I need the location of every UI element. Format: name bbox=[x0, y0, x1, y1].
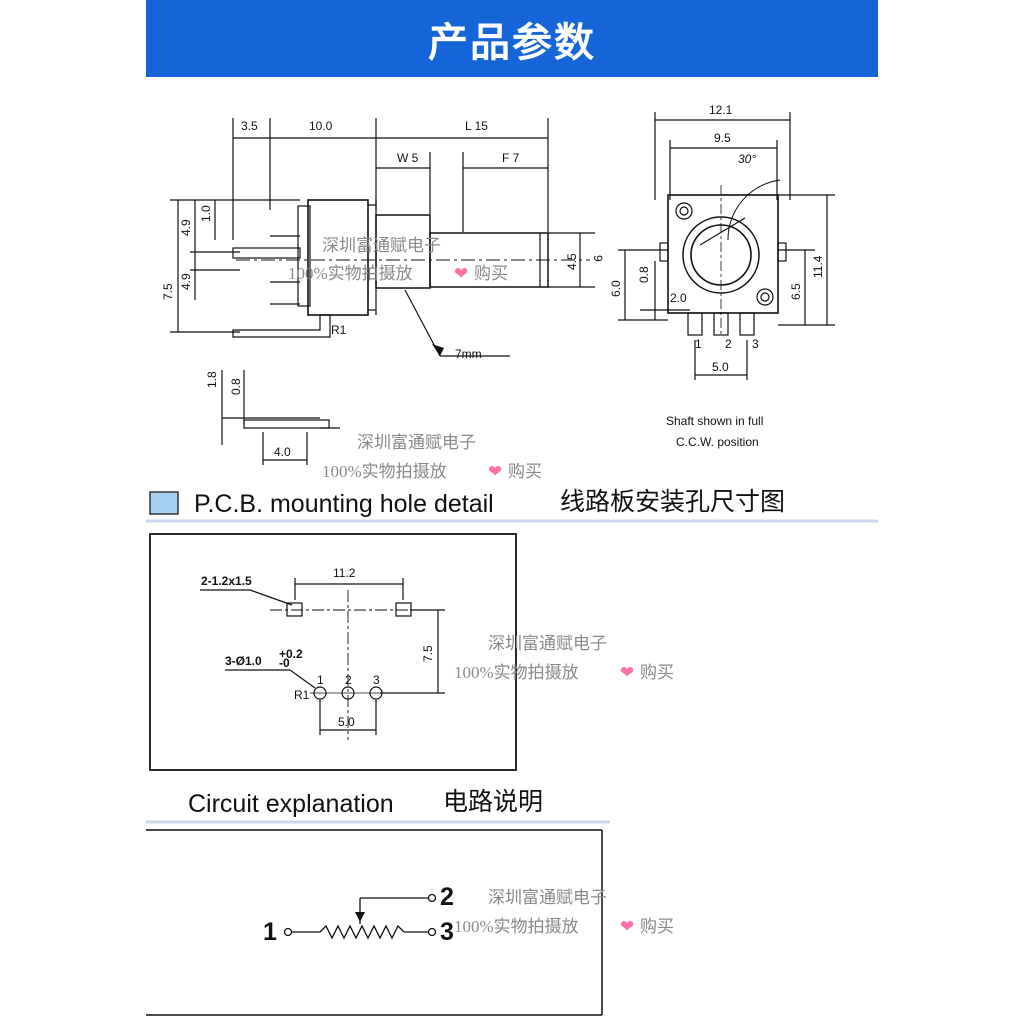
watermark-4-line2a: 100%实物拍摄放 bbox=[454, 917, 579, 936]
watermark-2: 深圳富通赋电子 100%实物拍摄放 ❤ 购买 bbox=[322, 433, 542, 481]
side-view-arrowhead bbox=[432, 344, 444, 356]
dim-4-5: 4.5 bbox=[565, 253, 579, 270]
dim-4-0: 4.0 bbox=[274, 445, 291, 459]
front-pin-1: 1 bbox=[695, 337, 702, 351]
dim-5-0-front: 5.0 bbox=[712, 360, 729, 374]
pcb-hole-label: 3-Ø1.0 bbox=[225, 654, 262, 668]
pcb-dim-11-2: 11.2 bbox=[333, 566, 356, 580]
dim-2-0: 2.0 bbox=[670, 291, 687, 305]
dim-4-9-bottom: 4.9 bbox=[179, 273, 193, 290]
dim-7-5: 7.5 bbox=[161, 283, 175, 300]
dim-1-0: 1.0 bbox=[199, 205, 213, 222]
circuit-title-en: Circuit explanation bbox=[188, 790, 394, 818]
dim-9: 9 bbox=[591, 255, 605, 262]
watermark-2-line2b: 购买 bbox=[508, 462, 542, 481]
dim-12-1: 12.1 bbox=[709, 103, 733, 117]
dim-6-0: 6.0 bbox=[609, 280, 623, 297]
dim-w5: W 5 bbox=[397, 151, 419, 165]
watermark-2-line2a: 100%实物拍摄放 bbox=[322, 462, 447, 481]
terminal-1: 1 bbox=[263, 918, 277, 946]
terminal-3: 3 bbox=[440, 918, 454, 946]
dim-30-deg: 30° bbox=[738, 152, 756, 166]
pin-r1-label: R1 bbox=[331, 323, 347, 337]
pcb-r1: R1 bbox=[294, 688, 310, 702]
dim-f7: F 7 bbox=[502, 151, 520, 165]
dim-7mm: 7mm bbox=[455, 347, 482, 361]
watermark-4-line2b: 购买 bbox=[640, 917, 674, 936]
front-view-drawing bbox=[618, 112, 835, 380]
dim-6-5: 6.5 bbox=[789, 283, 803, 300]
watermark-1: 深圳富通赋电子 100%实物拍摄放 ❤ 购买 bbox=[288, 236, 508, 283]
heart-icon: ❤ bbox=[488, 462, 502, 481]
watermark-1-line2b: 购买 bbox=[474, 264, 508, 283]
watermark-1-line2a: 100%实物拍摄放 bbox=[288, 264, 413, 283]
dim-l15: L 15 bbox=[465, 119, 488, 133]
pcb-pin-3: 3 bbox=[373, 673, 380, 687]
terminal-2: 2 bbox=[440, 883, 454, 911]
caption-line-1: Shaft shown in full bbox=[666, 414, 763, 428]
dim-4-9-top: 4.9 bbox=[179, 219, 193, 236]
watermark-3-line2a: 100%实物拍摄放 bbox=[454, 663, 579, 682]
side-view-drawing bbox=[170, 118, 595, 465]
watermark-3-line1: 深圳富通赋电子 bbox=[488, 634, 607, 653]
watermark-3: 深圳富通赋电子 100%实物拍摄放 ❤ 购买 bbox=[454, 634, 674, 682]
header-banner: 产品参数 bbox=[146, 0, 878, 77]
pcb-dim-7-5: 7.5 bbox=[421, 645, 435, 662]
front-pin-3: 3 bbox=[752, 337, 759, 351]
watermark-3-line2b: 购买 bbox=[640, 663, 674, 682]
circuit-box bbox=[146, 829, 603, 1016]
dim-0-8-lower: 0.8 bbox=[229, 378, 243, 395]
potentiometer-symbol bbox=[283, 893, 437, 940]
watermark-1-line1: 深圳富通赋电子 bbox=[322, 236, 441, 255]
caption-line-2: C.C.W. position bbox=[676, 435, 759, 449]
pcb-hole-labels: 2-1.2x1.5 11.2 3-Ø1.0 +0.2 -0 7.5 R1 1 2… bbox=[201, 566, 435, 729]
heart-icon: ❤ bbox=[454, 264, 468, 283]
pcb-tol-up: +0.2 bbox=[279, 647, 303, 661]
pcb-pin-2: 2 bbox=[345, 673, 352, 687]
watermark-4: 深圳富通赋电子 100%实物拍摄放 ❤ 购买 bbox=[454, 888, 674, 936]
dim-3-5: 3.5 bbox=[241, 119, 258, 133]
dim-9-5: 9.5 bbox=[714, 131, 731, 145]
pcb-hole-drawing bbox=[149, 533, 517, 771]
banner-title: 产品参数 bbox=[428, 20, 596, 65]
circuit-title-cn: 电路说明 bbox=[443, 788, 543, 816]
side-view-labels: 3.5 10.0 L 15 W 5 F 7 4.9 1.0 4.9 7.5 4.… bbox=[161, 119, 605, 459]
heart-icon: ❤ bbox=[620, 663, 634, 682]
dim-1-8: 1.8 bbox=[205, 371, 219, 388]
watermark-4-line1: 深圳富通赋电子 bbox=[488, 888, 607, 907]
pcb-section-marker bbox=[149, 491, 179, 515]
dim-10-0: 10.0 bbox=[309, 119, 333, 133]
watermark-2-line1: 深圳富通赋电子 bbox=[357, 433, 476, 452]
pcb-tol-down: -0 bbox=[279, 656, 290, 670]
pcb-section-title-cn: 线路板安装孔尺寸图 bbox=[560, 488, 785, 516]
dim-11-4: 11.4 bbox=[811, 255, 825, 278]
front-pin-2: 2 bbox=[725, 337, 732, 351]
pcb-dim-5-0: 5.0 bbox=[338, 715, 355, 729]
front-view-labels: 12.1 9.5 30° 11.4 6.0 0.8 2.0 6.5 1 2 3 … bbox=[609, 103, 825, 449]
heart-icon: ❤ bbox=[620, 917, 634, 936]
dim-0-8-front: 0.8 bbox=[637, 266, 651, 283]
wiper-arrow bbox=[355, 912, 365, 922]
pcb-pin-1: 1 bbox=[317, 673, 324, 687]
pcb-section-title-en: P.C.B. mounting hole detail bbox=[194, 490, 494, 518]
pcb-slot-label: 2-1.2x1.5 bbox=[201, 574, 252, 588]
